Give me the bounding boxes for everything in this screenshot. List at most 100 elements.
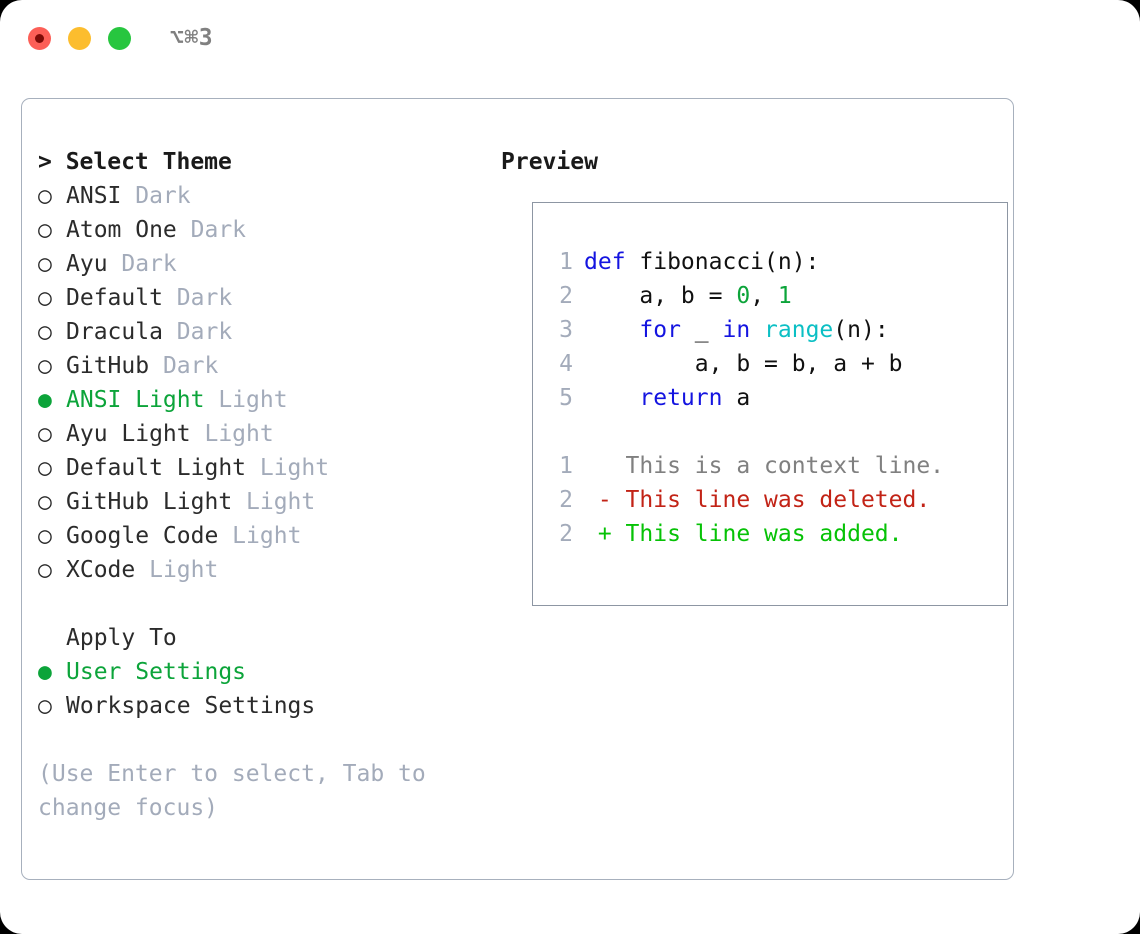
theme-option-label: Ayu	[66, 251, 108, 277]
keyboard-shortcut-label: ⌥⌘3	[170, 25, 214, 51]
code-token-kw: for	[639, 317, 681, 343]
code-token-kw: return	[639, 385, 723, 411]
theme-variant-badge: Light	[190, 421, 274, 447]
radio-unselected-icon: ○	[38, 319, 52, 345]
code-token-plain: (n):	[833, 317, 889, 343]
page-title: > Select Theme	[38, 149, 232, 175]
theme-variant-badge: Light	[218, 523, 302, 549]
theme-option-label: Dracula	[66, 319, 163, 345]
code-token-plain	[584, 385, 639, 411]
code-token-num: 0	[736, 283, 751, 309]
line-number: 5	[559, 385, 573, 411]
radio-unselected-icon: ○	[38, 217, 52, 243]
theme-option-github-light[interactable]: ○ GitHub Light Light	[38, 485, 498, 519]
theme-option-label: Google Code	[66, 523, 219, 549]
theme-option-list: ○ANSI Dark○Atom One Dark○Ayu Dark○Defaul…	[38, 179, 498, 587]
theme-variant-badge: Light	[204, 387, 288, 413]
list-spacer	[38, 587, 498, 621]
main-panel: > Select Theme ○ANSI Dark○Atom One Dark○…	[21, 98, 1014, 880]
line-number: 3	[559, 317, 573, 343]
apply-to-option-label: User Settings	[66, 659, 247, 685]
code-token-plain: _	[680, 317, 723, 343]
recording-indicator-icon	[35, 34, 44, 43]
theme-option-xcode[interactable]: ○XCode Light	[38, 553, 498, 587]
apply-to-option-list: ●User Settings ○ Workspace Settings	[38, 655, 498, 723]
radio-unselected-icon: ○	[38, 693, 52, 719]
theme-option-ayu[interactable]: ○ Ayu Dark	[38, 247, 498, 281]
theme-variant-badge: Light	[232, 489, 316, 515]
code-line: 3 for _ in range(n):	[545, 313, 1001, 347]
apply-to-option-workspace-settings[interactable]: ○ Workspace Settings	[38, 689, 498, 723]
theme-option-default-light[interactable]: ○Default Light Light	[38, 451, 498, 485]
apply-to-option-user-settings[interactable]: ●User Settings	[38, 655, 498, 689]
theme-option-ayu-light[interactable]: ○ Ayu Light Light	[38, 417, 498, 451]
code-token-plain: a	[722, 385, 751, 411]
radio-unselected-icon: ○	[38, 251, 52, 277]
minimize-button[interactable]	[68, 27, 91, 50]
apply-to-option-label: Workspace Settings	[66, 693, 316, 719]
theme-option-label: GitHub Light	[66, 489, 233, 515]
keyboard-hint-text: (Use Enter to select, Tab to change focu…	[38, 761, 440, 821]
close-button[interactable]	[28, 27, 51, 50]
hint-spacer	[38, 723, 498, 757]
theme-option-label: GitHub	[66, 353, 150, 379]
code-token-plain: a, b = b, a + b	[584, 351, 903, 377]
radio-unselected-icon: ○	[38, 489, 52, 515]
theme-variant-badge: Light	[135, 557, 219, 583]
code-line: 2 a, b = 0, 1	[545, 279, 1001, 313]
apply-to-heading: Apply To	[66, 625, 177, 651]
theme-variant-badge: Dark	[162, 319, 233, 345]
theme-option-label: Default	[66, 285, 163, 311]
theme-variant-badge: Light	[246, 455, 330, 481]
theme-option-github[interactable]: ○GitHub Dark	[38, 349, 498, 383]
diff-line: 2 - This line was deleted.	[545, 483, 1001, 517]
theme-option-label: Default Light	[66, 455, 247, 481]
title-bar: ⌥⌘3	[0, 0, 1140, 78]
diff-line: 2 + This line was added.	[545, 517, 1001, 551]
line-number: 2	[559, 487, 573, 513]
theme-option-default[interactable]: ○ Default Dark	[38, 281, 498, 315]
code-token-num: 1	[777, 283, 792, 309]
theme-variant-badge: Dark	[162, 285, 233, 311]
theme-variant-badge: Dark	[107, 251, 177, 277]
theme-option-label: XCode	[66, 557, 136, 583]
radio-unselected-icon: ○	[38, 523, 52, 549]
theme-option-ansi[interactable]: ○ANSI Dark	[38, 179, 498, 213]
theme-option-label: ANSI Light	[66, 387, 205, 413]
maximize-button[interactable]	[108, 27, 131, 50]
code-line: 1 def fibonacci(n):	[545, 245, 1001, 279]
code-token-del: - This line was deleted.	[584, 487, 931, 513]
radio-selected-icon: ●	[38, 387, 52, 413]
theme-option-google-code[interactable]: ○ Google Code Light	[38, 519, 498, 553]
code-token-add: + This line was added.	[584, 521, 903, 547]
line-number: 1	[559, 249, 573, 275]
line-number: 2	[559, 521, 573, 547]
line-number: 4	[559, 351, 573, 377]
code-token-kw: def	[584, 249, 640, 275]
line-number: 1	[559, 453, 573, 479]
radio-unselected-icon: ○	[38, 285, 52, 311]
theme-variant-badge: Dark	[149, 353, 219, 379]
theme-option-ansi-light[interactable]: ● ANSI Light Light	[38, 383, 498, 417]
theme-option-label: Ayu Light	[66, 421, 191, 447]
code-token-fn: range	[764, 317, 834, 343]
theme-option-atom-one[interactable]: ○ Atom One Dark	[38, 213, 498, 247]
code-token-kw: in	[722, 317, 751, 343]
radio-unselected-icon: ○	[38, 421, 52, 447]
theme-option-label: Atom One	[66, 217, 177, 243]
theme-option-label: ANSI	[66, 183, 122, 209]
theme-option-dracula[interactable]: ○ Dracula Dark	[38, 315, 498, 349]
preview-title: Preview	[501, 149, 598, 175]
code-blank-line	[545, 415, 1001, 449]
theme-variant-badge: Dark	[176, 217, 247, 243]
radio-unselected-icon: ○	[38, 183, 52, 209]
code-token-plain: fibonacci(n):	[639, 249, 820, 275]
code-token-plain: ,	[750, 283, 778, 309]
code-token-ctx: This is a context line.	[584, 453, 945, 479]
theme-picker-column: > Select Theme ○ANSI Dark○Atom One Dark○…	[38, 145, 498, 825]
diff-line: 1 This is a context line.	[545, 449, 1001, 483]
code-token-plain	[750, 317, 764, 343]
code-token-plain: a, b =	[584, 283, 737, 309]
